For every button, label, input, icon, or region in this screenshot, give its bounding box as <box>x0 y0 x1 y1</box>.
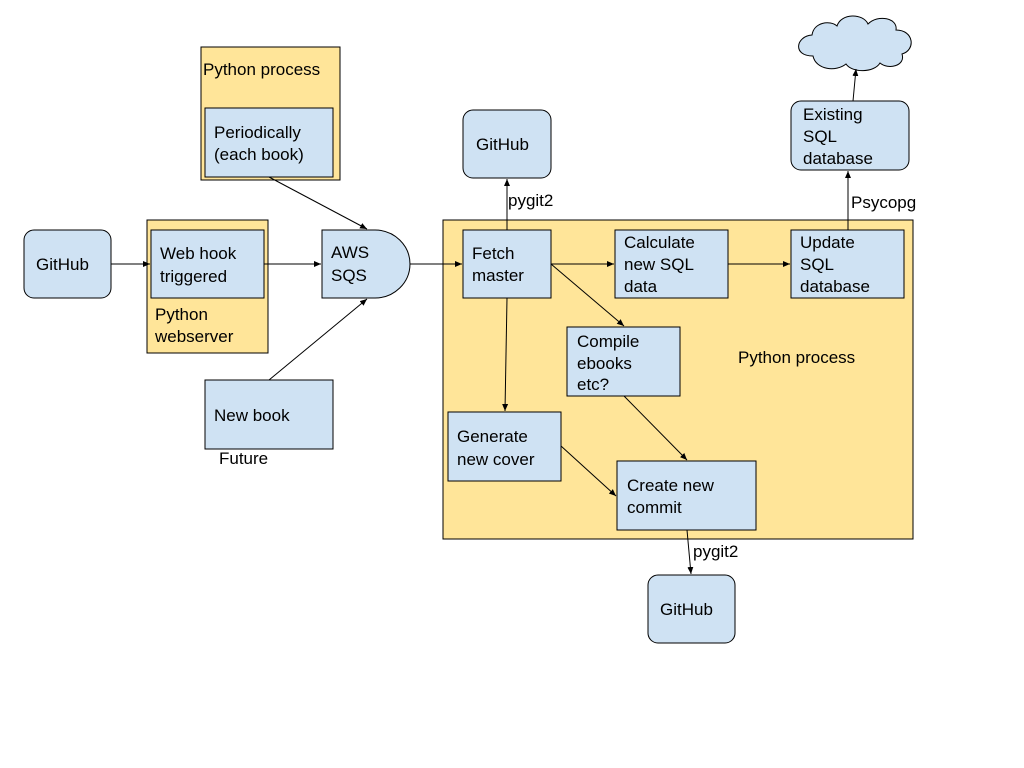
new-book-label: New book <box>214 406 290 425</box>
future-label: Future <box>219 449 268 468</box>
edge-existing-to-cloud <box>852 68 859 102</box>
fetch-master-label: Fetch master <box>472 244 524 285</box>
compile-ebooks-label: Compile ebooks etc? <box>577 332 644 394</box>
calculate-sql-label: Calculate new SQL data <box>624 233 700 296</box>
create-commit-node[interactable] <box>616 460 757 531</box>
github-top-node[interactable] <box>462 109 552 179</box>
calculate-sql-node[interactable] <box>614 229 729 299</box>
aws-sqs-label: AWS SQS <box>331 243 374 285</box>
webhook-label: Web hook triggered <box>160 244 241 286</box>
edge-fetch-to-generate <box>502 297 509 412</box>
edge-commit-to-github-bottom <box>686 529 694 575</box>
edge-fetch-to-compile <box>550 263 625 327</box>
edge-periodically-to-sqs <box>268 176 368 230</box>
python-webserver-label: Python webserver <box>154 305 234 346</box>
github-top-label: GitHub <box>476 135 529 154</box>
update-sql-node[interactable] <box>790 229 905 299</box>
edge-newbook-to-sqs <box>268 298 368 381</box>
edge-compile-to-commit <box>623 395 688 461</box>
aws-sqs-node[interactable] <box>321 229 411 299</box>
github-bottom-node[interactable] <box>647 574 736 644</box>
existing-sql-label: Existing SQL database <box>803 105 873 168</box>
python-process-top-label: Python process <box>203 60 320 79</box>
periodically-node[interactable] <box>204 107 334 178</box>
edge-generate-to-commit <box>560 445 617 497</box>
edge-label-pygit2-bottom: pygit2 <box>693 542 738 561</box>
github-bottom-label: GitHub <box>660 600 713 619</box>
edge-label-psycopg: Psycopg <box>851 193 916 212</box>
compile-ebooks-node[interactable] <box>566 326 681 397</box>
fetch-master-node[interactable] <box>462 229 552 299</box>
existing-sql-node[interactable] <box>790 100 910 171</box>
update-sql-label: Update SQL database <box>800 233 870 296</box>
periodically-label: Periodically (each book) <box>214 123 306 164</box>
webhook-node[interactable] <box>150 229 265 299</box>
generate-cover-label: Generate new cover <box>457 427 535 469</box>
create-commit-label: Create new commit <box>627 476 719 517</box>
new-book-node[interactable] <box>204 379 334 450</box>
github-left-label: GitHub <box>36 255 89 274</box>
cloud-icon <box>798 15 912 72</box>
python-process-main-label: Python process <box>738 348 855 367</box>
generate-cover-node[interactable] <box>447 411 562 482</box>
edge-label-pygit2-top: pygit2 <box>508 191 553 210</box>
